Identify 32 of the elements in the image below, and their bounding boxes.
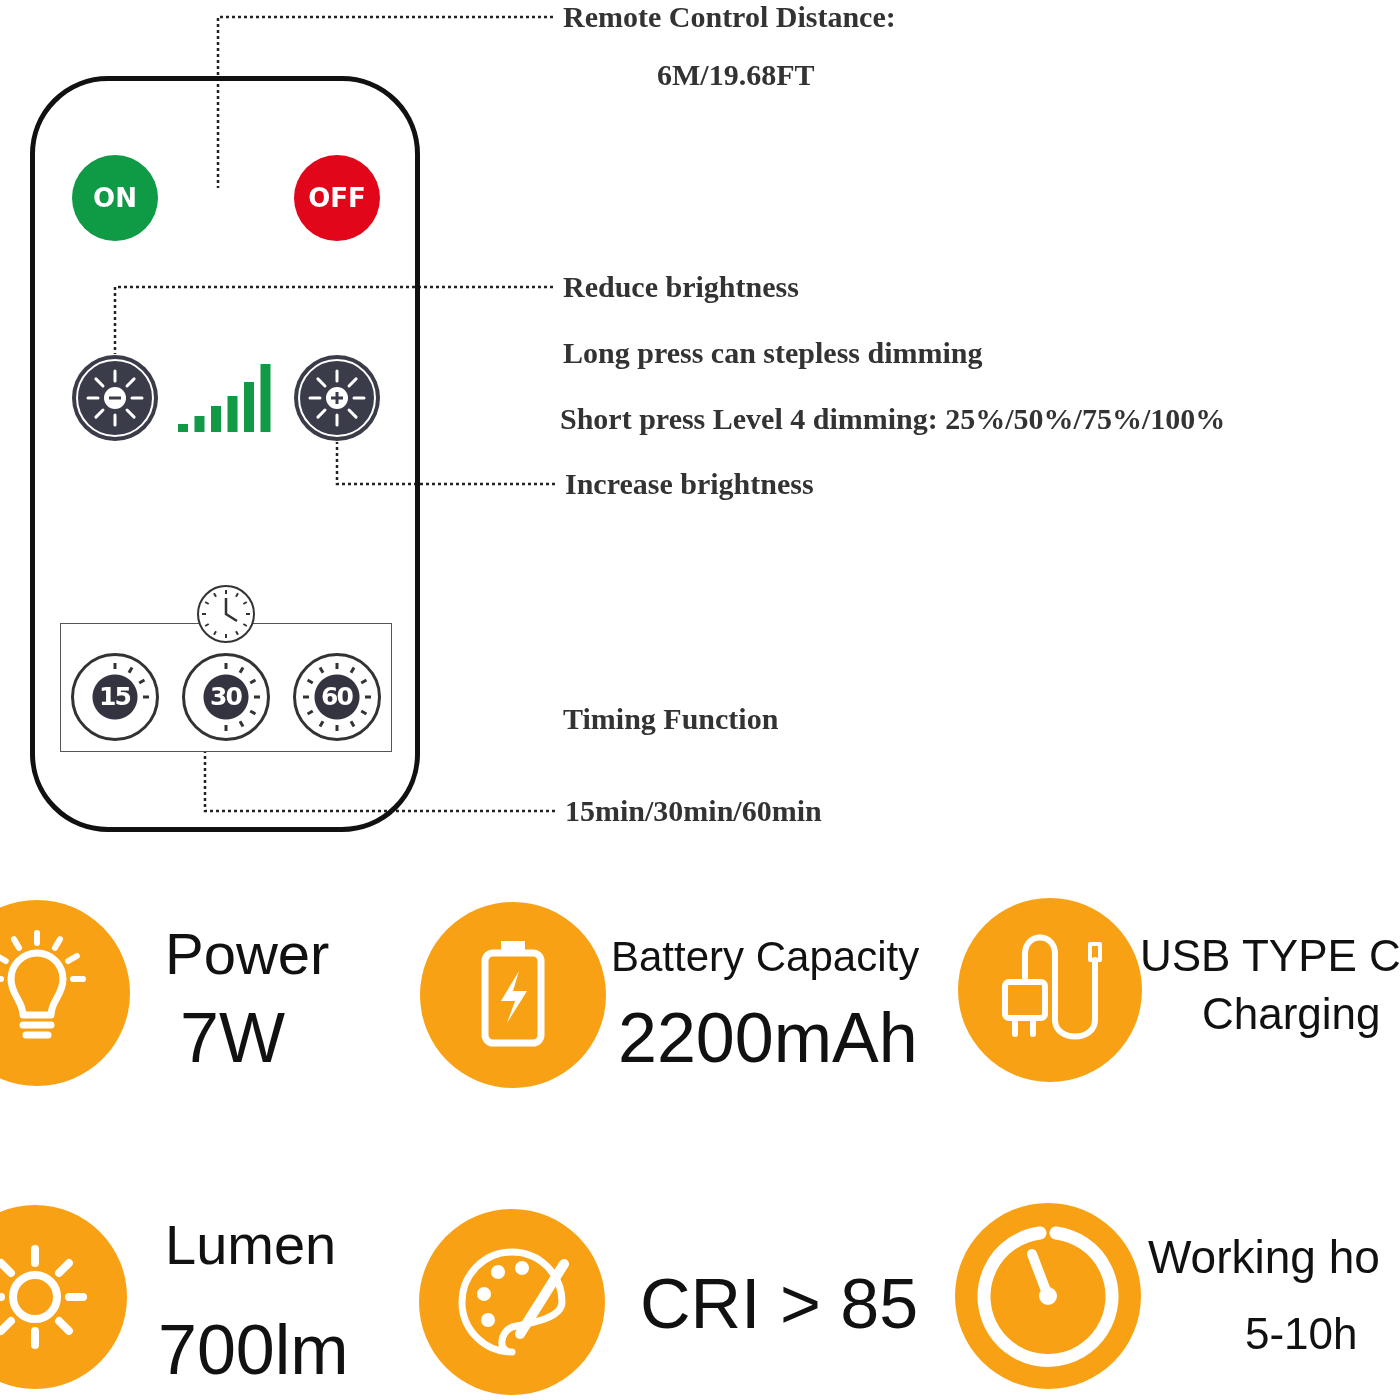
timer-button: 15 [70,652,159,741]
spec-name: Charging [1202,990,1381,1039]
spec-name: USB TYPE C [1140,932,1400,981]
leader-line [335,442,555,486]
spec-name: Working ho [1148,1232,1380,1283]
spec-value: 700lm [158,1312,349,1389]
leader-line [216,15,553,188]
remote-control-body [30,76,420,832]
timer-button: 60 [292,652,381,741]
spec-name: Battery Capacity [611,934,920,981]
timer-panel [60,623,392,752]
brightness-down-button [71,354,159,442]
callout-text: Increase brightness [565,467,814,501]
spec-value: 7W [180,1000,285,1077]
spec-value: CRI > 85 [640,1266,919,1343]
leader-line [203,752,555,813]
power-off-button: OFF [294,155,380,241]
callout-text: Timing Function [563,702,779,736]
callout-text: 6M/19.68FT [657,58,815,92]
callout-text: Reduce brightness [563,270,799,304]
callout-text: 15min/30min/60min [565,794,822,828]
brightness-up-button [293,354,381,442]
feature-note: Long press can stepless dimming [563,336,983,369]
power-on-button: ON [72,155,158,241]
spec-name: Lumen [165,1214,337,1276]
spec-value: 2200mAh [618,1000,918,1077]
timer-button: 30 [181,652,270,741]
spec-name: Power [165,922,330,986]
callout-text: Remote Control Distance: [563,0,896,34]
spec-value: 5-10h [1245,1310,1358,1359]
leader-line [113,285,553,354]
feature-note: Short press Level 4 dimming: 25%/50%/75%/100% [560,402,1226,435]
